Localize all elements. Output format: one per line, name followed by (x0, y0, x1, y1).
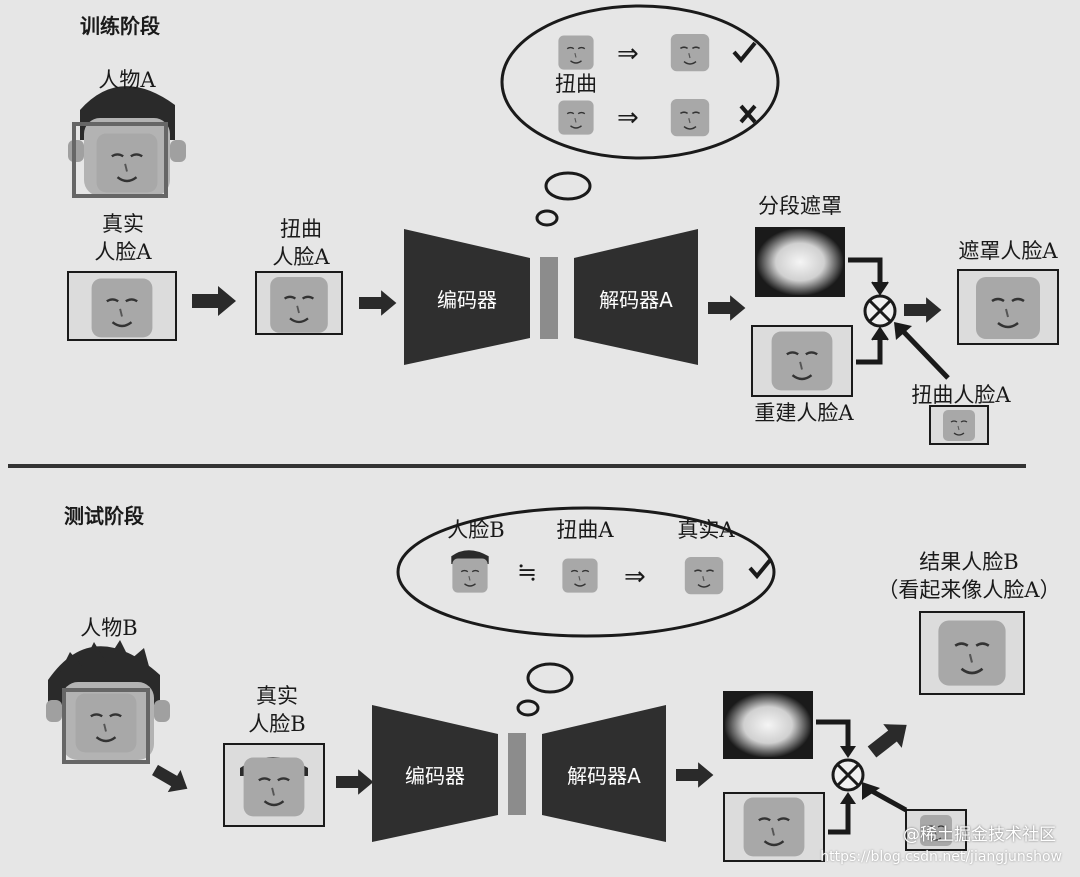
check-icon (732, 41, 757, 64)
bubble-warp-label: 扭曲 (555, 72, 597, 96)
test-section-title: 测试阶段 (64, 504, 144, 528)
bubble-good-face (670, 33, 710, 72)
test-thought-bubble (396, 506, 776, 638)
train-bottleneck (540, 257, 558, 339)
train-decoder-label: 解码器A (599, 288, 673, 312)
person-b-avatar (46, 640, 170, 764)
test-segment-mask-image (723, 691, 813, 759)
bubble-real-a-label: 真实A (677, 518, 735, 542)
bubble-warp-a-face (561, 557, 599, 594)
train-encoder-label: 编码器 (437, 288, 497, 312)
arrow-multiply-to-masked (904, 297, 942, 323)
result-face-b (937, 619, 1007, 687)
train-thought-bubble (500, 4, 780, 160)
train-bubble-dot-small (535, 209, 559, 227)
test-decoder-shape (542, 705, 666, 842)
test-encoder-label: 编码器 (405, 764, 465, 788)
warped-small-to-multiply-line (898, 326, 950, 380)
mask-arrow-head (871, 281, 889, 296)
arrow-decoder-to-output (708, 295, 746, 321)
check-icon-test (748, 557, 773, 580)
train-bubble-dot-large (544, 171, 592, 201)
person-a-label: 人物A (98, 68, 156, 92)
real-face-b-label: 真实 人脸B (248, 684, 306, 736)
recon-to-multiply-line (856, 334, 883, 365)
warped-face-a-small-label: 扭曲人脸A (911, 383, 1011, 407)
bubble-implies-1: ⇒ (617, 39, 639, 69)
watermark-community: @稀土掘金技术社区 (903, 825, 1056, 845)
bubble-warped-face-1 (557, 34, 595, 71)
test-reconstructed-face (742, 796, 806, 858)
test-recon-to-multiply-line (828, 798, 851, 835)
bubble-real-a-face (684, 556, 724, 595)
warped-face-a-label: 扭曲 人脸A (272, 217, 330, 269)
person-b-label: 人物B (80, 616, 138, 640)
bubble-implies-2: ⇒ (617, 103, 639, 133)
test-bubble-dot-small (516, 699, 540, 717)
bubble-face-b-label: 人脸B (447, 518, 505, 542)
bubble-warped-face-2 (557, 99, 595, 136)
warped-face-a-small (942, 409, 976, 442)
masked-face-a-label: 遮罩人脸A (958, 239, 1058, 263)
result-face-b-label: 结果人脸B （看起来像人脸A） (877, 550, 1061, 602)
masked-face-a (974, 275, 1042, 341)
person-a-avatar (68, 86, 186, 198)
bubble-warp-a-label: 扭曲A (556, 518, 614, 542)
arrow-real-b-to-encoder (336, 769, 374, 795)
warped-face-a (269, 275, 329, 334)
real-face-a-label: 真实 人脸A (94, 212, 152, 264)
arrow-multiply-to-result (862, 713, 916, 764)
real-face-a (90, 277, 154, 339)
segment-mask-label: 分段遮罩 (758, 194, 842, 218)
real-face-b (240, 756, 308, 818)
segment-mask-image (755, 227, 845, 297)
test-decoder-label: 解码器A (567, 764, 641, 788)
test-bottleneck (508, 733, 526, 815)
test-encoder-shape (372, 705, 498, 842)
test-mask-to-multiply-line (816, 719, 851, 752)
train-encoder-shape (404, 229, 530, 365)
watermark-url: https://blog.csdn.net/jiangjunshow (820, 849, 1062, 865)
bubble-bad-face (670, 98, 710, 137)
bubble-implies-3: ⇒ (624, 562, 646, 592)
arrow-test-decoder-to-output (676, 762, 714, 788)
reconstructed-face-a-label: 重建人脸A (754, 401, 854, 425)
arrow-person-b-to-real (148, 758, 194, 800)
mask-to-multiply-line (848, 257, 883, 288)
bubble-approx-symbol: ≒ (516, 558, 538, 586)
arrow-real-to-warped (192, 286, 236, 316)
recon-arrow-head (871, 326, 889, 341)
bubble-face-b-icon (451, 550, 489, 594)
train-section-title: 训练阶段 (80, 14, 160, 38)
train-decoder-shape (574, 229, 698, 365)
arrow-warped-to-encoder (359, 290, 397, 316)
test-bubble-dot-large (526, 662, 574, 694)
reconstructed-face-a (770, 330, 834, 392)
cross-icon (739, 104, 757, 124)
test-small-to-multiply-line (868, 787, 908, 813)
